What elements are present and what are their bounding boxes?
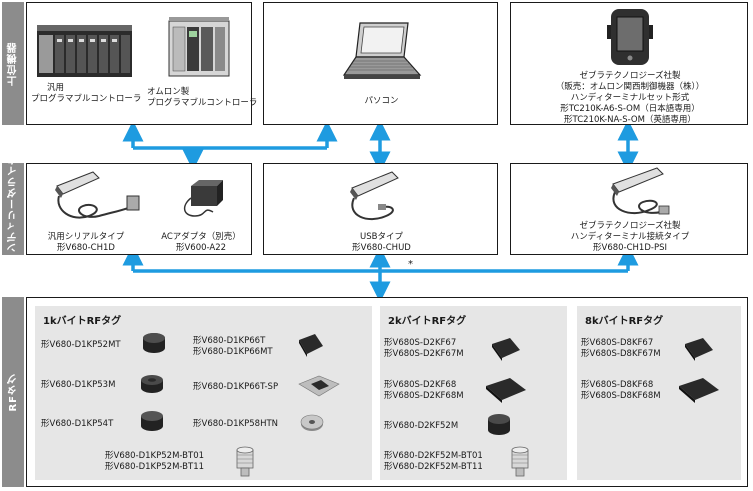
section-label-reader-writer: ハンディリーダライタ <box>7 154 19 264</box>
handy-terminal-seller: （販売：オムロン関西制御機器（株）） <box>555 82 705 92</box>
tag-d2kf67-icon <box>492 338 520 361</box>
tag-d2kf52m-bt-icon <box>511 446 529 477</box>
handy-terminal-model-jp: 形TC210K-A6-S-OM（日本語専用） <box>560 104 700 114</box>
tag-v680-d1kp66t: 形V680-D1KP66T <box>193 336 266 346</box>
handy-connect-label-maker: ゼブラテクノロジーズ社製 <box>579 221 681 231</box>
ac-adapter-label-type: ACアダプタ（別売） <box>161 232 241 242</box>
panel-2k-title: 2kバイトRFタグ <box>388 316 467 327</box>
section-label-host: 上位機器 <box>7 41 19 86</box>
tag-d1kp66t-icon <box>299 334 323 357</box>
tag-d2kf68-icon <box>486 378 526 403</box>
section-tab-rf-tag: RFタグ <box>2 297 24 487</box>
laptop-icon <box>342 22 422 79</box>
tag-v680-d1kp52m-bt11: 形V680-D1KP52M-BT11 <box>105 462 205 472</box>
usb-reader-label-model: 形V680-CHUD <box>352 243 411 253</box>
footnote-mark: * <box>408 259 413 270</box>
ac-adapter-icon <box>183 180 223 217</box>
tag-d1kp52m-bt-icon <box>236 446 254 477</box>
handy-terminal-icon <box>607 9 653 65</box>
plc-omron-label-line2: プログラマブルコントローラ <box>147 98 258 108</box>
reader-box-serial: 汎用シリアルタイプ 形V680-CH1D ACアダプタ（別売） 形V600-A2… <box>26 163 252 255</box>
panel-8k: 8kバイトRFタグ 形V680S-D8KF67 形V680S-D8KF67M 形… <box>577 306 741 480</box>
reader-box-handy-connect: ゼブラテクノロジーズ社製 ハンディターミナル接続タイプ 形V680-CH1D-P… <box>510 163 748 255</box>
tag-v680-d1kp54t: 形V680-D1KP54T <box>41 419 114 429</box>
tag-d1kp52mt-icon <box>143 333 165 353</box>
serial-reader-label-type: 汎用シリアルタイプ <box>47 232 125 242</box>
tag-v680-d1kp66mt: 形V680-D1KP66MT <box>193 347 273 357</box>
tag-v680s-d8kf68: 形V680S-D8KF68 <box>581 380 654 390</box>
serial-reader-icon <box>55 171 140 219</box>
plc-general-label-line2: プログラマブルコントローラ <box>31 94 142 104</box>
usb-reader-label-type: USBタイプ <box>360 232 403 242</box>
tag-d1kp53m-icon <box>141 375 163 393</box>
tag-v680-d1kp52mt: 形V680-D1KP52MT <box>41 340 121 350</box>
reader-box-usb: USBタイプ 形V680-CHUD <box>263 163 498 255</box>
serial-reader-label-model: 形V680-CH1D <box>57 243 115 253</box>
handy-terminal-set-model: ハンディターミナルセット形式 <box>570 93 690 103</box>
host-box-handy-terminal: ゼブラテクノロジーズ社製 （販売：オムロン関西制御機器（株）） ハンディターミナ… <box>510 2 748 125</box>
tag-v680-d1kp58htn: 形V680-D1KP58HTN <box>193 419 279 429</box>
plc-general-label-line1: 汎用 <box>47 83 65 93</box>
tag-v680-d2kf52m-bt11: 形V680-D2KF52M-BT11 <box>384 462 483 472</box>
tag-v680s-d8kf67: 形V680S-D8KF67 <box>581 338 654 348</box>
tag-d8kf68-icon <box>679 378 719 403</box>
rf-tag-box: 1kバイトRFタグ 形V680-D1KP52MT 形V680-D1KP66T 形… <box>26 297 748 487</box>
tag-v680-d1kp53m: 形V680-D1KP53M <box>41 380 116 390</box>
tag-v680-d2kf52m: 形V680-D2KF52M <box>384 421 459 431</box>
tag-d1kp54t-icon <box>141 411 163 431</box>
handy-connect-label-type: ハンディターミナル接続タイプ <box>570 232 690 242</box>
tag-v680s-d8kf67m: 形V680S-D8KF67M <box>581 349 661 359</box>
tag-d2kf52m-icon <box>488 414 510 435</box>
tag-d1kp66t-sp-icon <box>298 375 340 397</box>
ac-adapter-label-model: 形V600-A22 <box>175 243 227 253</box>
handy-terminal-model-en: 形TC210K-NA-S-OM（英語専用） <box>564 115 696 125</box>
plc-omron-icon <box>168 17 230 77</box>
tag-v680s-d2kf67m: 形V680S-D2KF67M <box>384 349 464 359</box>
section-tab-host: 上位機器 <box>2 2 24 125</box>
pc-label: パソコン <box>364 96 399 106</box>
plc-omron-label-line1: オムロン製 <box>147 87 190 97</box>
panel-1k: 1kバイトRFタグ 形V680-D1KP52MT 形V680-D1KP66T 形… <box>35 306 372 480</box>
tag-v680-d1kp66t-sp: 形V680-D1KP66T-SP <box>193 382 279 392</box>
tag-v680-d2kf52m-bt01: 形V680-D2KF52M-BT01 <box>384 451 483 461</box>
handy-connect-label-model: 形V680-CH1D-PSI <box>593 243 667 253</box>
tag-d1kp58htn-icon <box>300 414 324 431</box>
tag-d8kf67-icon <box>685 338 713 361</box>
panel-2k: 2kバイトRFタグ 形V680S-D2KF67 形V680S-D2KF67M 形… <box>380 306 567 480</box>
handy-terminal-maker: ゼブラテクノロジーズ社製 <box>579 71 681 81</box>
section-label-rf-tag: RFタグ <box>7 372 19 412</box>
tag-v680s-d2kf68m: 形V680S-D2KF68M <box>384 391 464 401</box>
tag-v680s-d8kf68m: 形V680S-D8KF68M <box>581 391 661 401</box>
panel-8k-title: 8kバイトRFタグ <box>585 316 664 327</box>
tag-v680s-d2kf68: 形V680S-D2KF68 <box>384 380 457 390</box>
handy-connect-reader-icon <box>611 167 670 215</box>
plc-general-icon <box>37 25 132 77</box>
usb-reader-icon <box>350 171 399 221</box>
panel-1k-title: 1kバイトRFタグ <box>43 316 122 327</box>
host-box-plc: 汎用 プログラマブルコントローラ オムロン製 プログラマブルコントローラ <box>26 2 257 125</box>
section-tab-reader-writer: ハンディリーダライタ <box>2 154 24 264</box>
host-box-pc: パソコン <box>263 2 498 125</box>
tag-v680-d1kp52m-bt01: 形V680-D1KP52M-BT01 <box>105 451 205 461</box>
tag-v680s-d2kf67: 形V680S-D2KF67 <box>384 338 457 348</box>
